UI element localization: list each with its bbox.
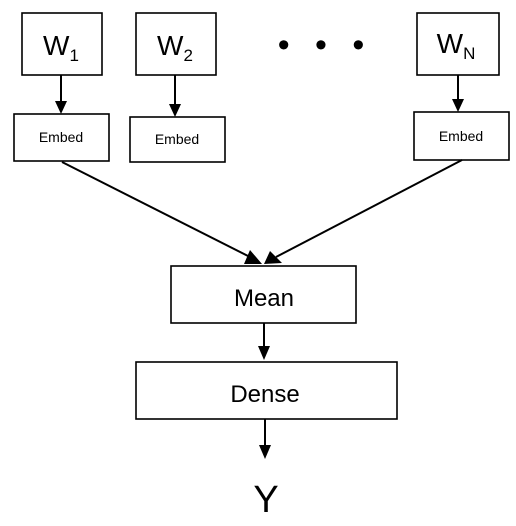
arrow-wn-to-embedn: [452, 75, 464, 112]
ellipsis-dots: • • •: [278, 26, 373, 64]
embed-label-2: Embed: [155, 131, 199, 147]
embed-box-1: [13, 113, 110, 162]
dense-label: Dense: [230, 381, 299, 408]
input-node-w2: W2: [135, 12, 217, 76]
arrow-embed1-to-mean: [61, 161, 262, 264]
embed-node-1: Embed: [13, 113, 110, 162]
input-label-w1: W1: [43, 30, 79, 65]
mean-node: Mean: [170, 265, 357, 324]
embed-node-n: Embed: [413, 111, 510, 161]
input-box-w1: [21, 12, 103, 76]
embed-box-n: [413, 111, 510, 161]
arrow-mean-to-dense: [258, 323, 270, 360]
embed-label-1: Embed: [39, 129, 83, 145]
arrow-dense-to-output: [259, 419, 271, 459]
dense-node: Dense: [135, 361, 398, 420]
input-label-w2: W2: [157, 30, 193, 65]
input-box-w2: [135, 12, 217, 76]
dense-box: [135, 361, 398, 420]
input-node-wn: WN: [416, 12, 500, 76]
input-node-w1: W1: [21, 12, 103, 76]
arrow-w2-to-embed2: [169, 75, 181, 117]
embed-box-2: [129, 116, 226, 163]
input-box-wn: [416, 12, 500, 76]
arrow-embedn-to-mean: [264, 159, 463, 264]
embed-node-2: Embed: [129, 116, 226, 163]
arrow-w1-to-embed1: [55, 75, 67, 114]
embed-label-n: Embed: [439, 128, 483, 144]
input-label-wn: WN: [437, 28, 476, 63]
mean-label: Mean: [234, 285, 294, 312]
output-label-y: Y: [253, 479, 278, 521]
